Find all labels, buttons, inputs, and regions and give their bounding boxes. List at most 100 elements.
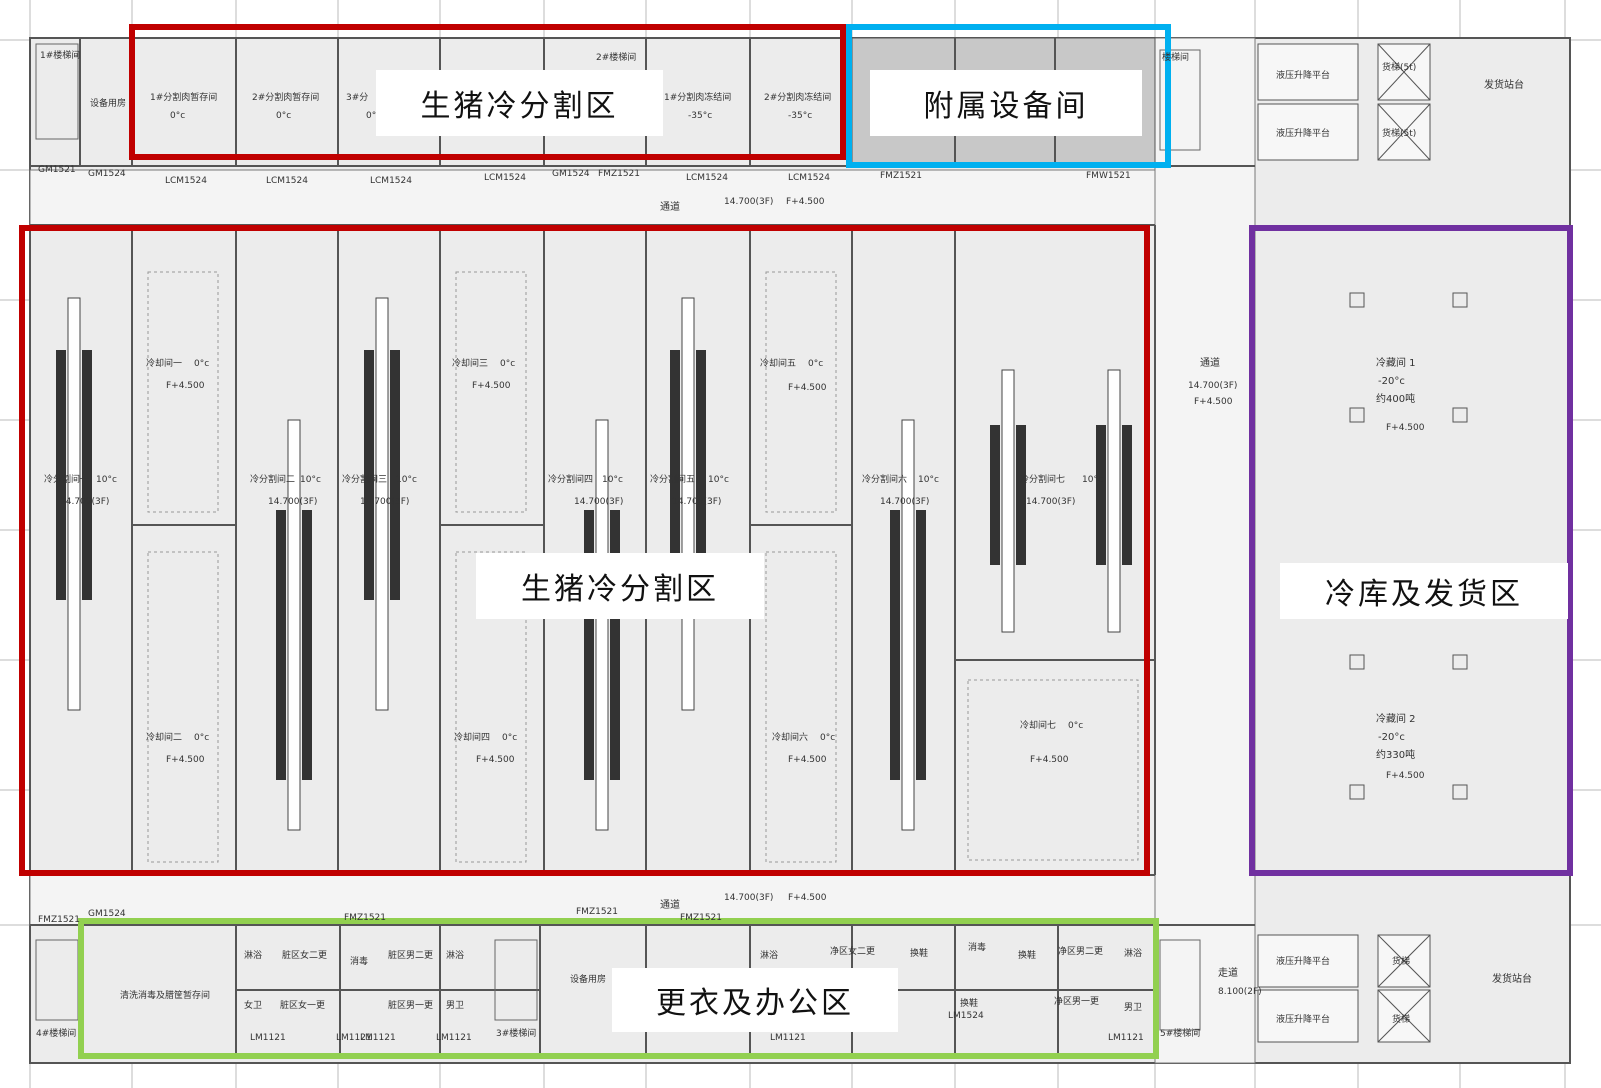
top-room-name: 2#楼梯间: [596, 51, 636, 63]
lift-label: 液压升降平台: [1276, 1013, 1330, 1025]
cutting-room-name: 冷分割间五: [650, 473, 695, 485]
cutting-room-temp: 10°c: [708, 475, 729, 485]
dispatch-label: 发货站台: [1492, 972, 1532, 985]
cooling-room-name: 冷却间一: [146, 357, 182, 369]
door-label: FMZ1521: [598, 169, 640, 179]
cutting-room-name: 冷分割间三: [342, 473, 387, 485]
cutting-room-temp: 10°c: [602, 475, 623, 485]
cooling-room-temp: 0°c: [502, 733, 517, 743]
crane-label: 货梯: [1392, 1013, 1410, 1025]
bottom-room-name: 净区男二更: [1058, 945, 1103, 957]
cutting-room-elev: 14.700(3F): [360, 497, 409, 507]
door-label: FMZ1521: [576, 907, 618, 917]
lower-corridor-labels: 通道 14.700(3F) F+4.500: [660, 893, 827, 911]
cold-room-name: 冷藏间 1: [1376, 356, 1416, 369]
door-label: GM1521: [38, 165, 76, 175]
stairs: [35, 43, 1201, 1031]
top-room-name: 设备用房: [90, 97, 126, 109]
bottom-room-name: 脏区女二更: [282, 949, 327, 961]
door-label: LM1121: [336, 1033, 372, 1043]
cooling-room-floor: F+4.500: [166, 381, 205, 391]
cutting-room-name: 冷分割间一: [44, 473, 89, 485]
bottom-room-name: 脏区男一更: [388, 999, 433, 1011]
zone-label-changing: 更衣及办公区: [612, 968, 898, 1032]
door-label: LCM1524: [686, 173, 728, 183]
top-room-name: 3#分: [346, 92, 368, 103]
cooling-room-floor: F+4.500: [166, 755, 205, 765]
cutting-room-temp: 10°c: [1082, 475, 1103, 485]
cutting-room-labels: 冷分割间一 10°c 14.700(3F) 冷分割间二 10°c 14.700(…: [44, 473, 1103, 507]
top-door-labels: GM1521 GM1524 LCM1524 LCM1524 LCM1524 LC…: [38, 165, 1131, 186]
bottom-room-name: 消毒: [350, 955, 368, 967]
door-label: FMZ1521: [344, 913, 386, 923]
cutting-room-elev: 14.700(3F): [574, 497, 623, 507]
right-corridor: [1154, 37, 1256, 1064]
cooling-room-name: 冷却间六: [772, 731, 808, 743]
top-room-temp: 0°c: [276, 111, 291, 121]
top-room-temp: -35°c: [788, 111, 812, 121]
bottom-room-name: 脏区男二更: [388, 949, 433, 961]
dispatch-label: 发货站台: [1484, 78, 1524, 91]
cutting-room-name: 冷分割间二: [250, 473, 295, 485]
cutting-room-name: 冷分割间七: [1020, 473, 1065, 485]
cutting-room-temp: 10°c: [918, 475, 939, 485]
cold-room-name: 冷藏间 2: [1376, 712, 1416, 725]
door-label: FMZ1521: [680, 913, 722, 923]
top-room-labels: 1#楼梯间 设备用房 1#分割肉暂存间 0°c 2#分割肉暂存间 0°c 3#分…: [40, 49, 1189, 121]
workstation-stations: [56, 350, 1132, 780]
cold-room-temp: -20°c: [1378, 732, 1405, 743]
cooling-room-floor: F+4.500: [1030, 755, 1069, 765]
zone-label-equipment: 附属设备间: [870, 70, 1142, 136]
lift-label: 液压升降平台: [1276, 69, 1330, 81]
door-label: GM1524: [88, 169, 126, 179]
top-room-name: 1#分割肉暂存间: [150, 91, 217, 103]
bottom-room-name: 净区女二更: [830, 945, 875, 957]
zone-label-cold-storage: 冷库及发货区: [1280, 563, 1568, 619]
corridor-floor: F+4.500: [788, 893, 827, 903]
bottom-room-name: 淋浴: [446, 949, 464, 961]
bottom-room-walls: [235, 925, 1155, 1058]
door-label: LCM1524: [266, 176, 308, 186]
upper-corridor: [29, 169, 1256, 226]
lift-label: 液压升降平台: [1276, 955, 1330, 967]
door-label: LM1524: [948, 1011, 984, 1021]
top-room-name: 2#分割肉暂存间: [252, 91, 319, 103]
bottom-room-name: 净区男一更: [1054, 995, 1099, 1007]
corridor-label: 通道: [660, 200, 680, 213]
corridor-elev: 14.700(3F): [724, 197, 773, 207]
bottom-room-name: 男卫: [1124, 1002, 1142, 1013]
corridor-elev: 14.700(3F): [724, 893, 773, 903]
cutting-room-elev: 14.700(3F): [1026, 497, 1075, 507]
bottom-room-name: 设备用房: [570, 973, 606, 985]
corridor-floor: F+4.500: [1194, 397, 1233, 407]
crane-label: 货梯(5t): [1382, 127, 1416, 139]
top-room-temp: -35°c: [688, 111, 712, 121]
top-room-name: 1#楼梯间: [40, 49, 80, 61]
bottom-room-name: 淋浴: [244, 949, 262, 961]
bottom-room-name: 清洗消毒及腊筐暂存间: [120, 989, 210, 1001]
bottom-room-name: 换鞋: [1018, 949, 1036, 961]
bottom-room-name: 消毒: [968, 941, 986, 953]
corridor-label: 通道: [660, 898, 680, 911]
cooling-room-temp: 0°c: [808, 359, 823, 369]
cooling-room-floor: F+4.500: [472, 381, 511, 391]
cooling-room-labels: 冷却间一 0°c F+4.500 冷却间三 0°c F+4.500 冷却间五 0…: [146, 357, 1083, 765]
walkway-elev: 8.100(2F): [1218, 987, 1262, 997]
door-label: LCM1524: [788, 173, 830, 183]
door-label: FMZ1521: [880, 171, 922, 181]
door-label: FMZ1521: [38, 915, 80, 925]
zone-frame-cold-storage: [1249, 225, 1573, 876]
cooling-room-floor: F+4.500: [788, 383, 827, 393]
lift-crosses: [1377, 43, 1431, 1043]
cold-room-capacity: 约330吨: [1376, 748, 1415, 761]
top-room-temp: 0°c: [170, 111, 185, 121]
cutting-room-name: 冷分割间四: [548, 473, 593, 485]
cooling-room-name: 冷却间四: [454, 731, 490, 743]
cold-room-columns: [1349, 292, 1468, 800]
main-room-walls: [131, 225, 1156, 875]
corridor-label: 通道: [1200, 356, 1220, 369]
cooling-room-name: 冷却间七: [1020, 719, 1056, 731]
zone-frame-main-cutting: [19, 225, 1150, 876]
door-label: LM1121: [770, 1033, 806, 1043]
